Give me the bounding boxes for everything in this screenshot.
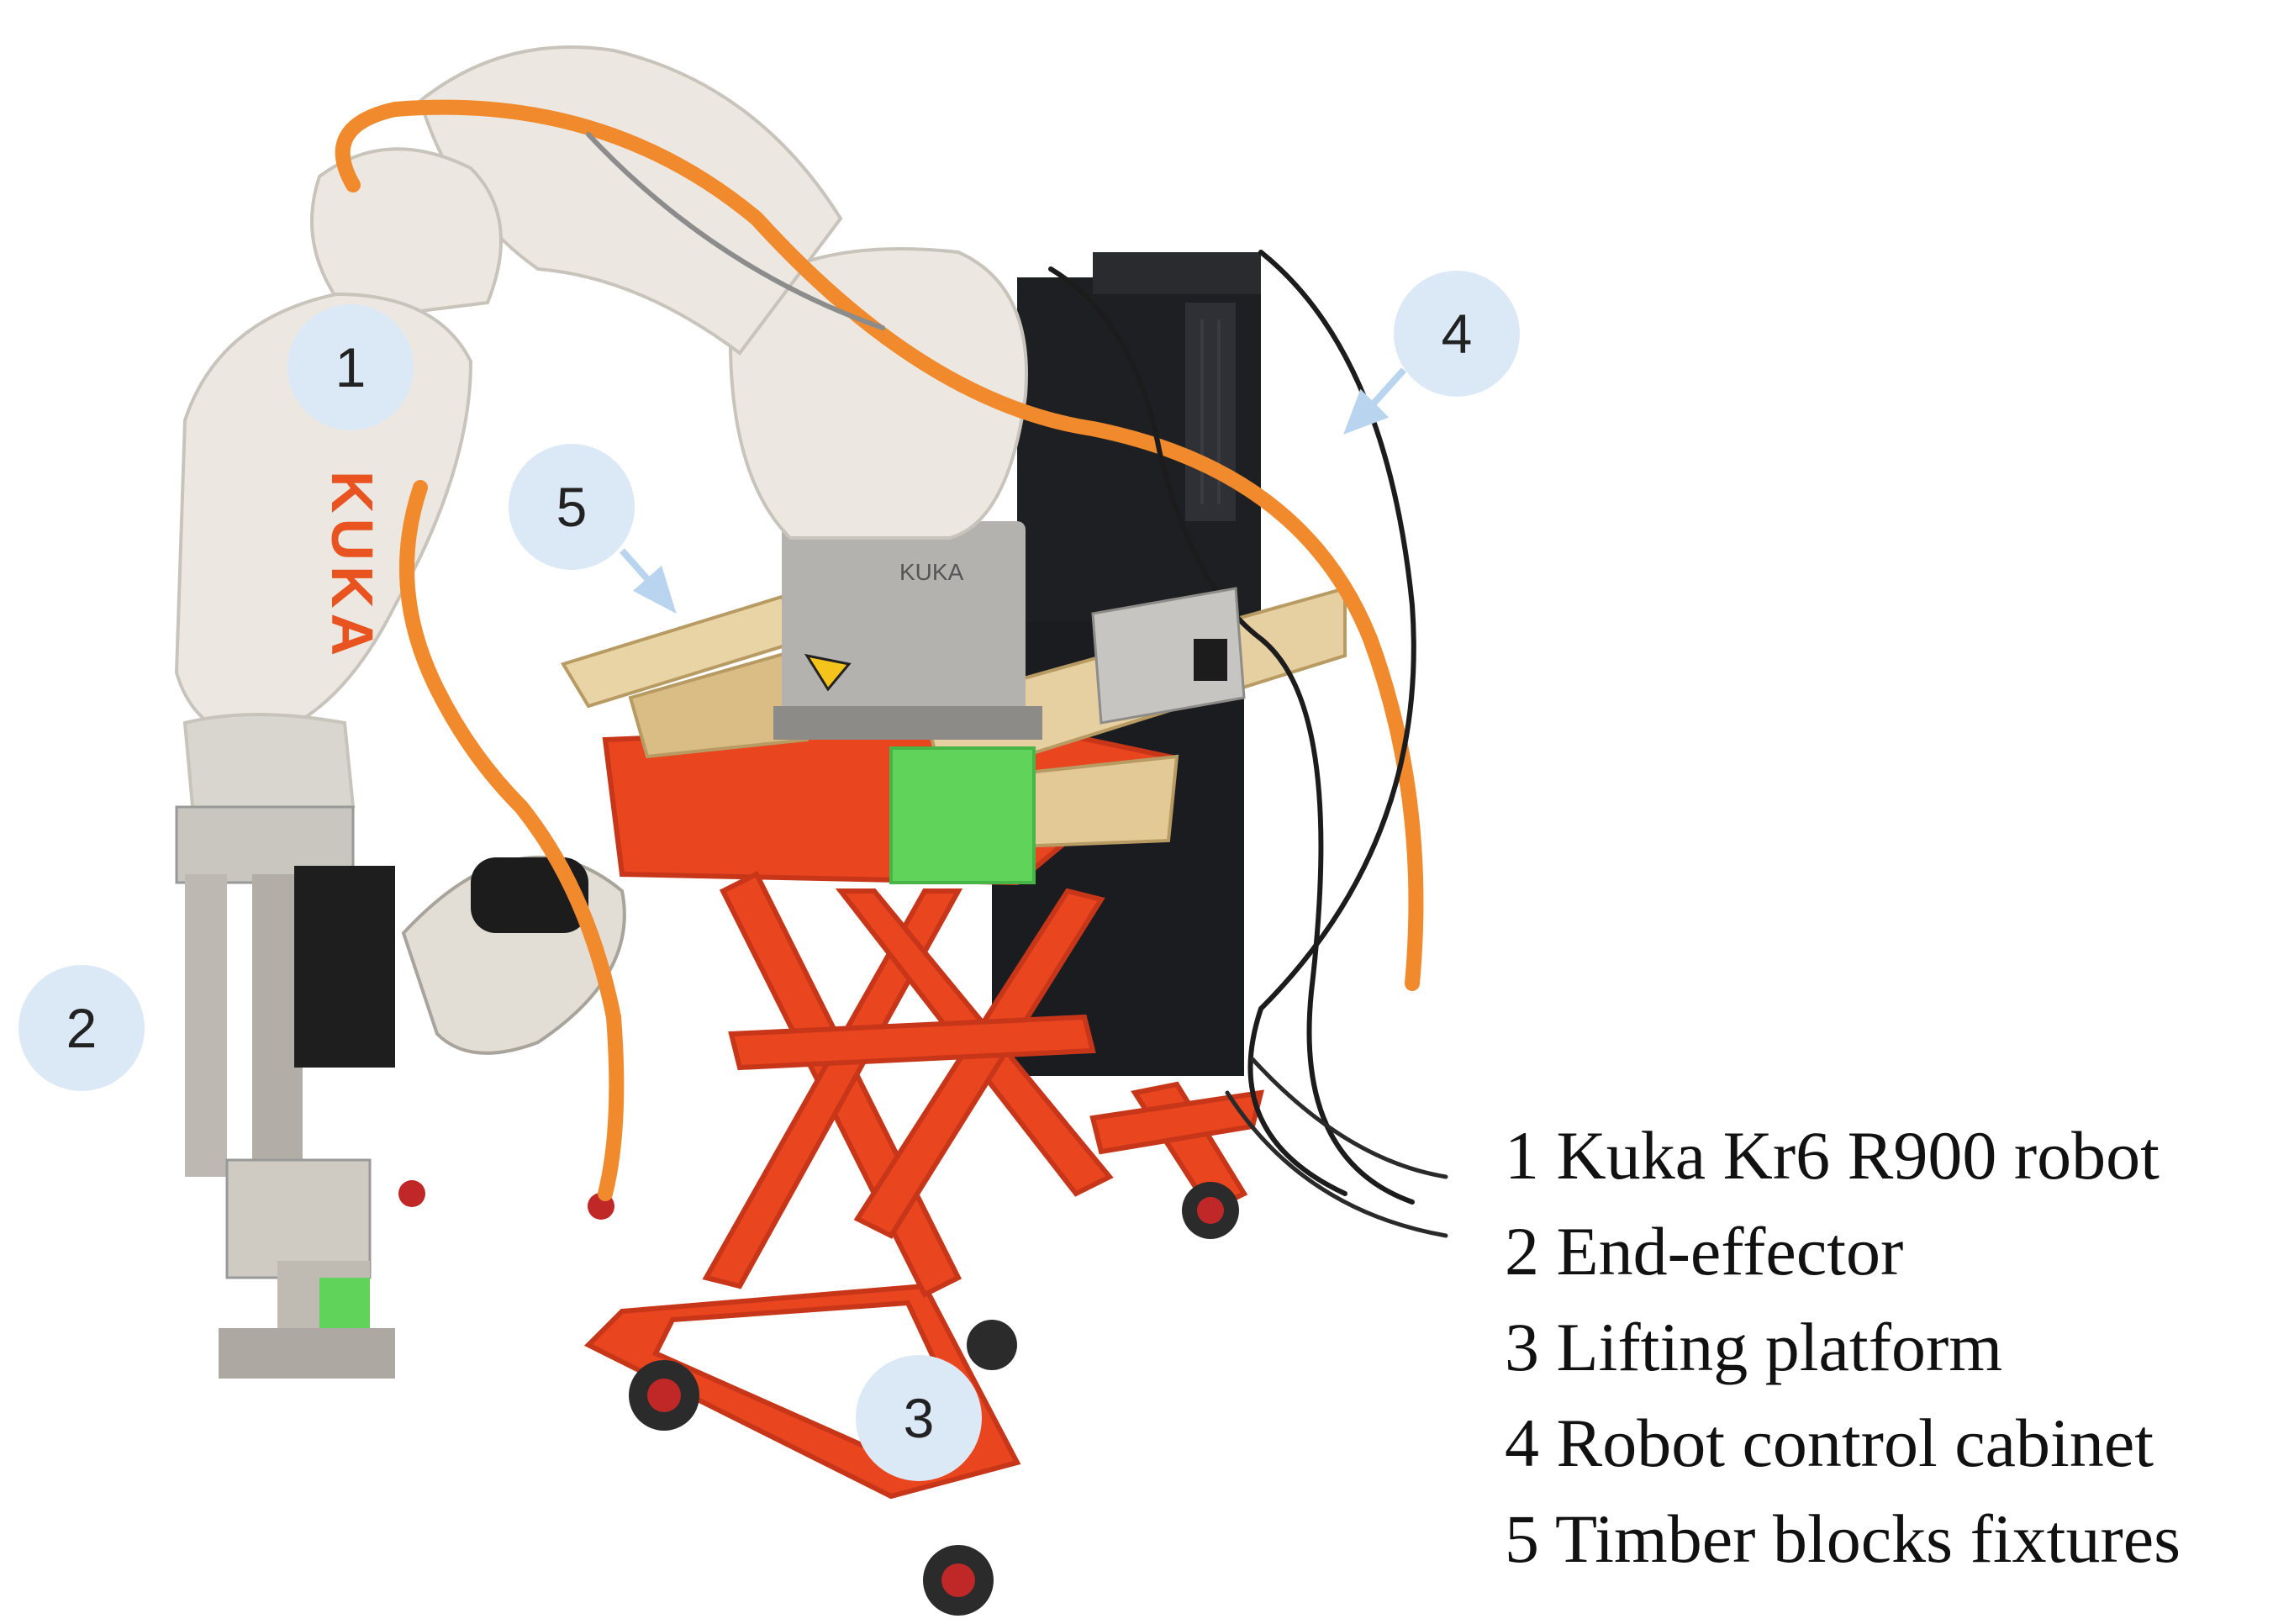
cables	[335, 99, 1448, 1238]
callout-1: 1	[287, 304, 414, 430]
callout-4: 4	[1394, 271, 1520, 397]
callout-5: 5	[509, 444, 635, 570]
junction-box	[1091, 587, 1246, 725]
callout-2: 2	[18, 965, 145, 1091]
legend-item-robot: 1 Kuka Kr6 R900 robot	[1505, 1117, 2160, 1194]
base-brand-logo: KUKA	[899, 559, 964, 585]
robot-base: KUKA	[773, 521, 1042, 740]
legend-item-control-cabinet: 4 Robot control cabinet	[1505, 1405, 2154, 1481]
callout-arrows	[620, 367, 1406, 614]
robot-brand-logo: KUKA	[319, 471, 385, 661]
legend-item-timber-fixtures: 5 Timber blocks fixtures	[1505, 1500, 2181, 1577]
legend-item-end-effector: 2 End-effector	[1505, 1213, 1904, 1289]
legend-item-lifting-platform: 3 Lifting platform	[1505, 1309, 2003, 1385]
callout-3: 3	[856, 1355, 982, 1481]
end-effector	[175, 805, 626, 1379]
legend: 1 Kuka Kr6 R900 robot 2 End-effector 3 L…	[1505, 1108, 2181, 1587]
wheels	[629, 1182, 1239, 1616]
